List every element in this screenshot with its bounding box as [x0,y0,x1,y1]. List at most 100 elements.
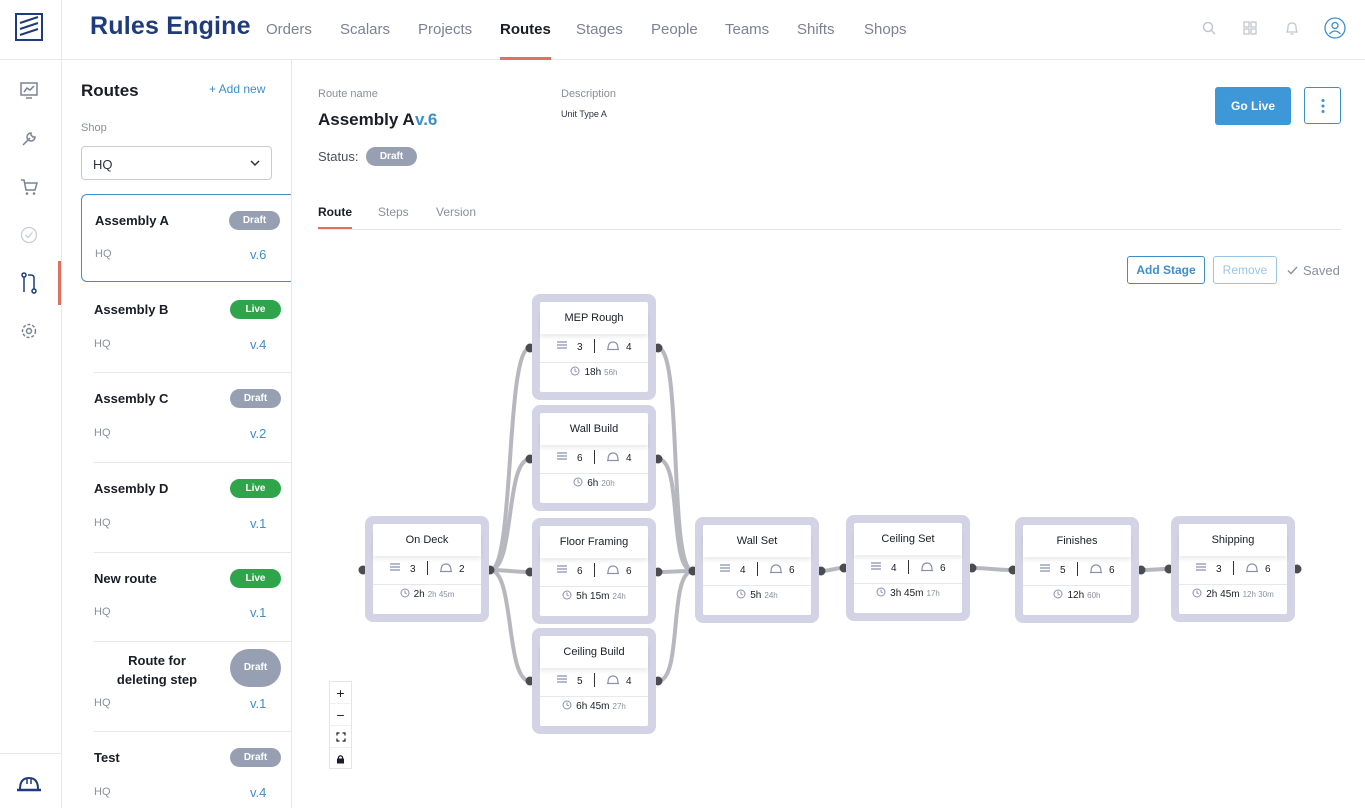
steps-icon [556,563,568,578]
stage-steps-count: 4 [891,563,897,574]
stage-people-count: 4 [626,676,632,687]
route-item[interactable]: Test Draft HQ v.4 [94,732,291,808]
hardhat-icon [606,673,620,688]
stage-people-count: 6 [1109,565,1115,576]
shop-select[interactable]: HQ [81,146,272,180]
tab-stages[interactable]: Stages [576,21,623,38]
hardhat-icon [606,450,620,465]
hardhat-icon[interactable] [16,772,42,796]
route-item-version: v.2 [250,426,267,441]
more-options-button[interactable] [1304,87,1341,124]
stage-steps-count: 3 [410,564,416,575]
fit-view-icon[interactable] [330,726,351,748]
stage-duration: 3h 45m [890,588,924,600]
remove-button[interactable]: Remove [1213,256,1277,284]
route-item[interactable]: Route for deleting step Draft HQ v.1 [94,642,291,732]
route-name: Assembly A [318,110,415,129]
route-item[interactable]: Assembly A Draft HQ v.6 [81,194,291,282]
stage-people-count: 4 [626,453,632,464]
steps-icon [719,562,731,577]
route-item-shop: HQ [95,248,112,260]
gear-icon[interactable] [17,319,41,343]
tab-people[interactable]: People [651,21,698,38]
route-item-version: v.6 [250,247,267,262]
routes-panel-title: Routes [81,81,139,100]
route-item[interactable]: Assembly D Live HQ v.1 [94,463,291,553]
tab-scalars[interactable]: Scalars [340,21,391,38]
hardhat-icon [920,560,934,575]
status-badge: Draft [230,748,281,767]
stage-name: Shipping [1179,532,1287,556]
tab-projects[interactable]: Projects [418,21,473,38]
stage-steps-count: 3 [577,342,583,353]
lock-icon[interactable] [330,748,351,770]
route-item-shop: HQ [94,517,111,529]
routes-icon[interactable] [17,271,41,295]
route-item-name: Assembly B [94,302,169,317]
route-item[interactable]: Assembly C Draft HQ v.2 [94,373,291,463]
stage-name: Wall Set [703,533,811,557]
status-badge: Draft [229,211,280,230]
clock-icon [562,590,572,603]
stage-total-duration: 24h [764,591,778,601]
add-stage-button[interactable]: Add Stage [1127,256,1205,284]
stage-total-duration: 20h [601,479,615,489]
stage-name: Ceiling Set [854,531,962,555]
stage-duration: 2h [413,589,425,601]
status-badge: Live [230,569,281,588]
steps-icon [389,561,401,576]
chart-icon[interactable] [17,78,41,102]
route-item-name: New route [94,571,157,586]
description-value: Unit Type A [561,109,607,119]
stage-duration: 2h 45m [1206,589,1240,601]
clock-icon [1053,589,1063,602]
status-badge: Draft [366,147,417,166]
tab-routes[interactable]: Routes [500,21,551,60]
search-icon[interactable] [1198,17,1220,39]
user-icon[interactable] [1324,17,1346,39]
tab-route[interactable]: Route [318,205,352,230]
tab-steps[interactable]: Steps [378,205,409,219]
tab-shops[interactable]: Shops [864,21,907,38]
stage-name: On Deck [373,532,481,556]
add-new-route-link[interactable]: + Add new [209,82,266,96]
hardhat-icon [1089,562,1103,577]
stage-total-duration: 2h 45m [427,590,455,600]
logo-icon[interactable] [15,13,43,41]
bell-icon[interactable] [1281,17,1303,39]
stage-total-duration: 17h [926,589,940,599]
stage-steps-count: 5 [1060,565,1066,576]
steps-icon [870,560,882,575]
stage-duration: 18h [584,367,602,379]
tab-orders[interactable]: Orders [266,21,312,38]
stage-name: Floor Framing [540,534,648,558]
status-badge: Draft [230,649,281,687]
tab-version[interactable]: Version [436,205,477,219]
wrench-icon[interactable] [17,127,41,151]
zoom-in-button[interactable]: + [330,682,351,704]
route-item[interactable]: New route Live HQ v.1 [94,553,291,642]
zoom-out-button[interactable]: − [330,704,351,726]
check-circle-icon[interactable] [17,223,41,247]
tab-shifts[interactable]: Shifts [797,21,835,38]
clock-icon [573,477,583,490]
zoom-controls: + − [329,681,352,769]
cart-icon[interactable] [17,175,41,199]
tab-teams[interactable]: Teams [725,21,770,38]
stage-total-duration: 27h [612,702,626,712]
grid-icon[interactable] [1239,17,1261,39]
route-item[interactable]: Assembly B Live HQ v.4 [94,282,291,373]
shop-label: Shop [81,122,107,134]
go-live-button[interactable]: Go Live [1215,87,1291,125]
route-item-shop: HQ [94,338,111,350]
route-version: v.6 [415,110,438,129]
